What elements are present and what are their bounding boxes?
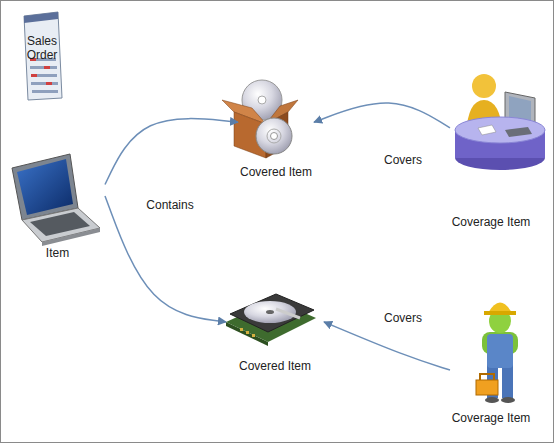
disc-box-icon-part — [256, 118, 292, 154]
laptop-icon-part — [22, 208, 100, 242]
hard-drive-icon-part — [276, 309, 300, 318]
laptop-icon-part — [42, 228, 100, 246]
sales-order-icon-part — [32, 90, 58, 93]
sales-order-icon-part — [24, 12, 58, 23]
hard-drive-icon-part — [246, 331, 249, 334]
field-technician-icon-part — [476, 380, 498, 395]
node-label: Covered Item — [238, 165, 314, 179]
field-technician-icon-part — [480, 374, 494, 380]
field-technician-icon-part — [487, 334, 513, 368]
covered-item-node: Covered Item — [238, 75, 314, 180]
laptop-icon-part — [30, 212, 90, 236]
node-label: Covered Item — [226, 359, 324, 373]
help-desk-person-icon-part — [505, 127, 532, 137]
node-label: Item — [10, 246, 105, 260]
coverage-item-node: Coverage Item — [450, 55, 532, 230]
hard-drive-icon — [226, 294, 316, 346]
hard-drive-icon-part — [266, 310, 274, 314]
sales-order-icon-part — [30, 66, 57, 69]
disc-box-icon-part — [258, 96, 266, 104]
field-technician-icon — [476, 303, 518, 404]
connector-curve — [105, 119, 238, 185]
hard-drive-icon-part — [240, 328, 243, 331]
disc-box-icon-part — [267, 129, 281, 143]
connector-curve — [314, 103, 450, 128]
node-label: Coverage Item — [450, 411, 532, 425]
disc-box-icon-part — [271, 133, 278, 140]
edge-label: Covers — [384, 153, 422, 167]
covered-item-node: Covered Item — [226, 285, 324, 373]
help-desk-person-icon-part — [455, 117, 545, 143]
disc-box-icon — [222, 80, 298, 158]
node-label: Sales Order — [20, 34, 64, 62]
sales-order-icon-part — [44, 66, 50, 69]
sales-order-node: Sales Order — [20, 10, 64, 102]
sales-order-icon-part — [31, 74, 57, 77]
help-desk-person-icon-part — [472, 74, 496, 98]
edge-label: Contains — [146, 198, 193, 212]
laptop-icon-part — [17, 159, 73, 215]
hard-drive-icon-part — [230, 294, 314, 332]
edge-label: Covers — [384, 311, 422, 325]
hard-drive-icon-part — [252, 334, 255, 337]
item-node: Item — [10, 150, 105, 265]
sales-order-icon-part — [31, 82, 58, 85]
help-desk-person-icon — [455, 74, 545, 170]
coverage-item-node: Coverage Item — [450, 292, 532, 427]
help-desk-person-icon-part — [478, 125, 496, 135]
node-label: Coverage Item — [450, 215, 532, 229]
laptop-icon — [12, 154, 100, 246]
field-technician-icon-part — [485, 397, 499, 403]
sales-order-icon-part — [31, 74, 37, 77]
sales-order-icon-part — [46, 82, 52, 85]
field-technician-icon-part — [501, 397, 515, 403]
connector-curve — [324, 322, 450, 370]
field-technician-icon-part — [484, 311, 516, 315]
connector-curve — [105, 196, 226, 322]
